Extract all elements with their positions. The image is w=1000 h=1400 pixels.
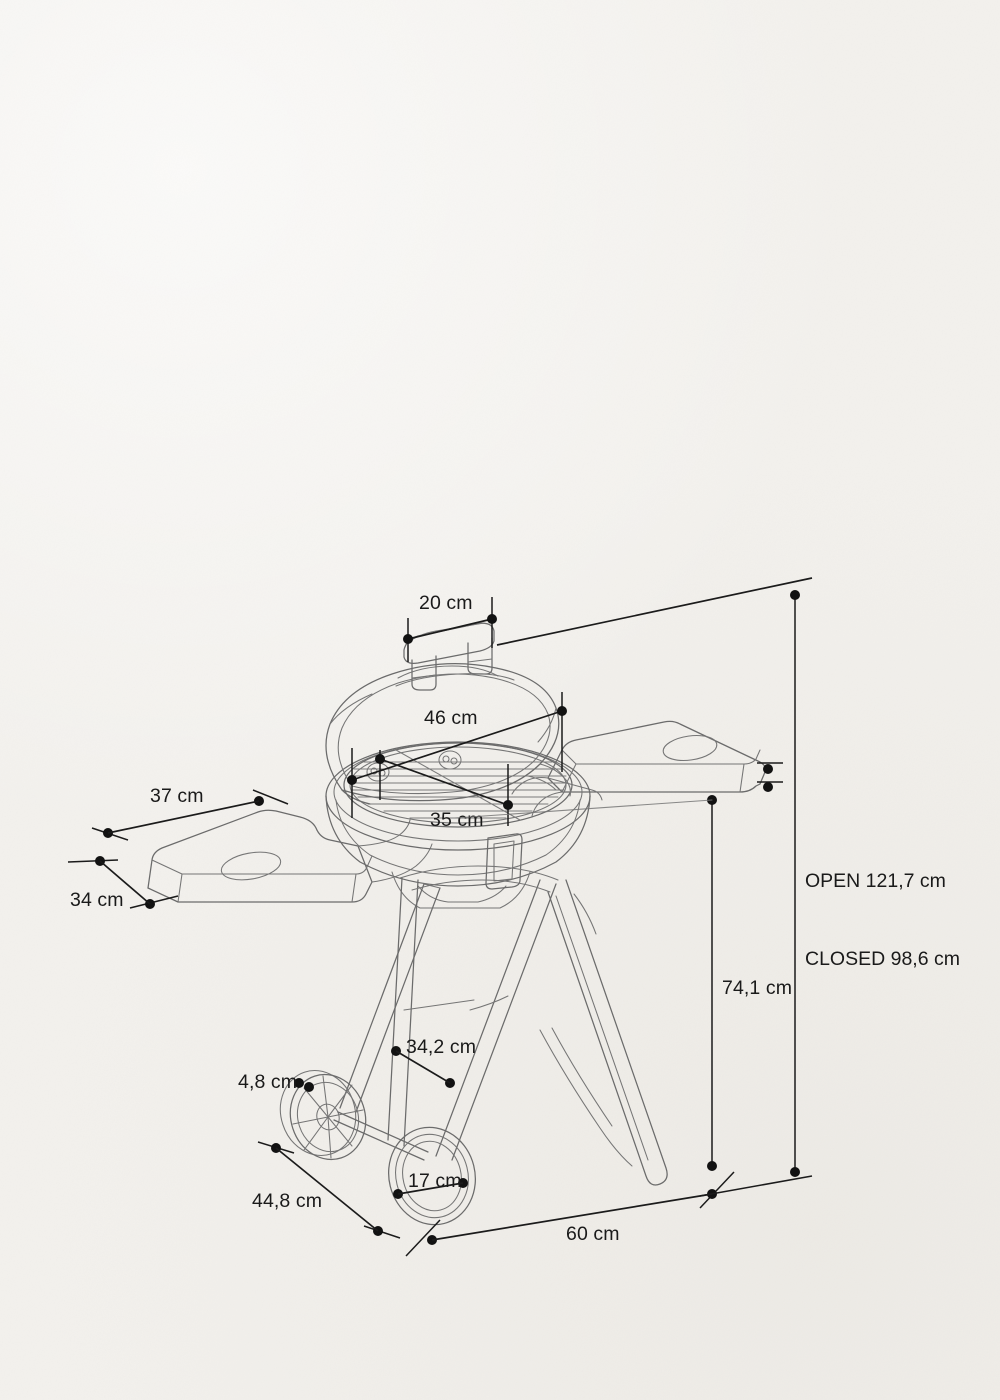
dim-side-table-length: 37 cm bbox=[91, 785, 289, 841]
dim-label-342cm: 34,2 cm bbox=[406, 1036, 476, 1058]
dim-side-table-depth: 34 cm bbox=[67, 856, 179, 911]
dim-wheel-diameter: 17 cm bbox=[393, 1170, 468, 1199]
lid-handle bbox=[395, 622, 515, 691]
dim-label-37cm: 37 cm bbox=[150, 785, 204, 807]
dim-total-height bbox=[496, 577, 813, 1197]
rear-wheel bbox=[388, 1126, 476, 1226]
dim-lid-diameter: 46 cm bbox=[347, 692, 567, 818]
left-side-table bbox=[147, 809, 373, 903]
dim-label-17cm: 17 cm bbox=[408, 1170, 462, 1192]
dim-grate-diameter: 35 cm bbox=[375, 750, 513, 831]
dim-table-thickness bbox=[757, 762, 783, 792]
right-side-table bbox=[547, 720, 767, 793]
dim-label-46cm: 46 cm bbox=[424, 707, 478, 729]
dim-label-34cm: 34 cm bbox=[70, 889, 124, 911]
closed-height-label: CLOSED 98,6 cm bbox=[805, 947, 960, 970]
dim-label-741cm: 74,1 cm bbox=[722, 977, 792, 999]
total-height-note: OPEN 121,7 cm CLOSED 98,6 cm bbox=[805, 818, 960, 1024]
table-support-arms bbox=[357, 776, 603, 883]
dim-label-60cm: 60 cm bbox=[566, 1223, 620, 1245]
dim-lid-handle-width: 20 cm bbox=[403, 592, 497, 662]
dim-axle-to-frame: 34,2 cm bbox=[391, 1036, 476, 1088]
open-height-label: OPEN 121,7 cm bbox=[805, 870, 946, 893]
front-wheel bbox=[279, 1070, 429, 1161]
front-wheel-spokes bbox=[292, 1075, 364, 1159]
dim-label-48cm: 4,8 cm bbox=[238, 1071, 297, 1093]
dim-label-448cm: 44,8 cm bbox=[252, 1190, 322, 1212]
dim-tire-width: 4,8 cm bbox=[238, 1071, 314, 1093]
dim-label-20cm: 20 cm bbox=[419, 592, 473, 614]
dim-cart-depth: 44,8 cm bbox=[252, 1141, 401, 1239]
dim-label-35cm: 35 cm bbox=[430, 809, 484, 831]
folding-scissor-frame bbox=[339, 865, 668, 1186]
dim-cooking-height: 74,1 cm bbox=[454, 795, 792, 1171]
